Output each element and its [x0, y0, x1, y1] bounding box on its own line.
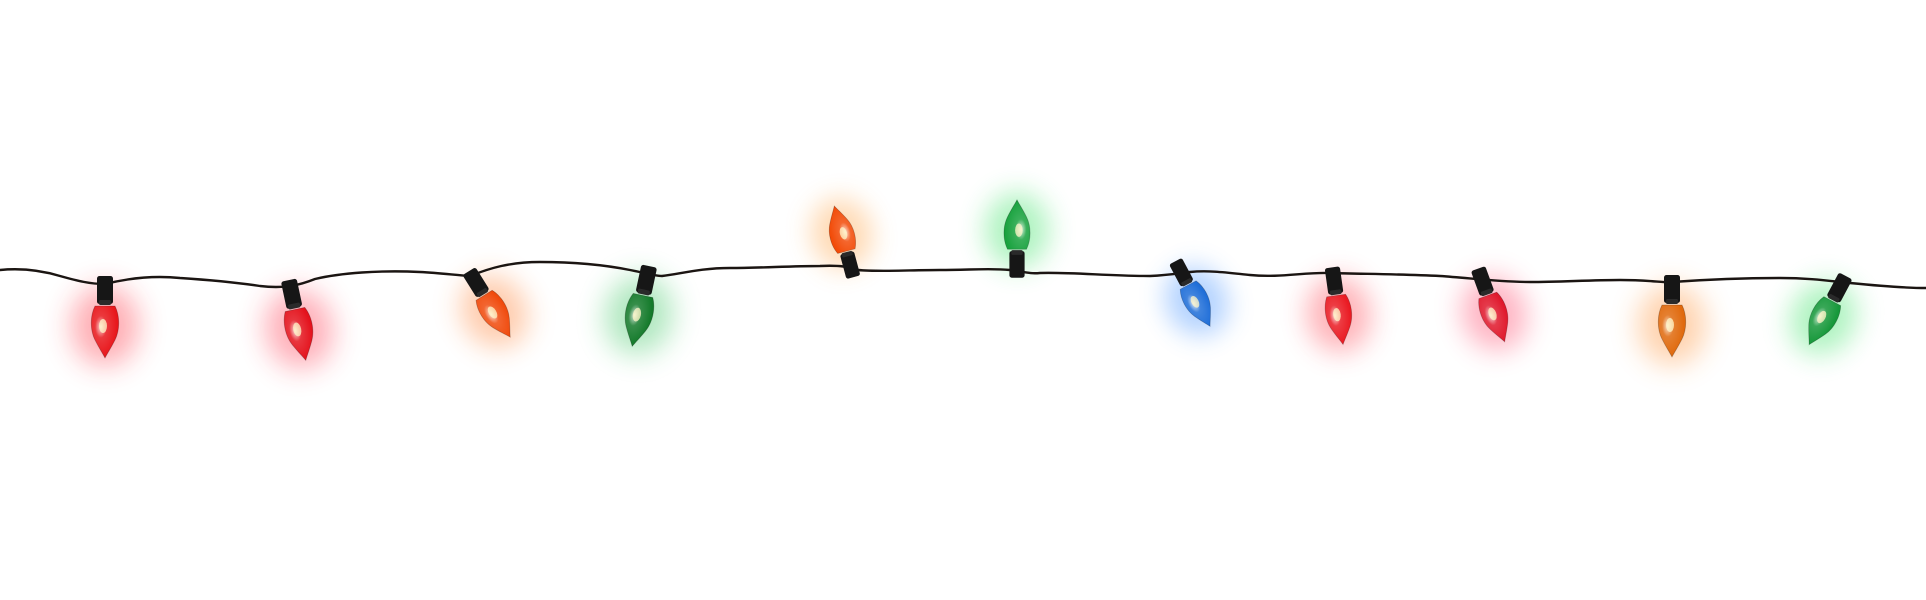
bulb-1-red-socket [97, 276, 113, 304]
bulb-2-red [281, 278, 314, 362]
bulb-9-red [1471, 266, 1509, 343]
bulb-3-orange [463, 268, 511, 338]
bulb-9-red-socket [1471, 266, 1494, 296]
bulb-11-green [1808, 273, 1852, 346]
bulb-7-blue-socket [1169, 258, 1193, 287]
bulb-5-orange [828, 205, 860, 279]
light-string-wire [0, 260, 1926, 290]
bulb-5-orange-socket [840, 251, 860, 279]
bulb-10-amber-socket [1664, 275, 1680, 303]
bulb-1-red [90, 276, 120, 359]
bulb-11-green-socket [1827, 273, 1852, 303]
bulb-8-red-socket [1324, 266, 1344, 295]
bulb-7-blue [1169, 258, 1211, 328]
bulb-8-red [1324, 266, 1353, 346]
bulb-4-green [624, 264, 657, 348]
bulb-6-green [1003, 198, 1031, 278]
bulb-6-green-socket [1009, 251, 1025, 278]
bulb-10-amber [1657, 275, 1687, 358]
bulb-2-red-socket [281, 278, 302, 309]
bulb-4-green-socket [636, 264, 657, 295]
bulbs-layer [90, 198, 1852, 362]
bulb-3-orange-socket [463, 268, 489, 297]
